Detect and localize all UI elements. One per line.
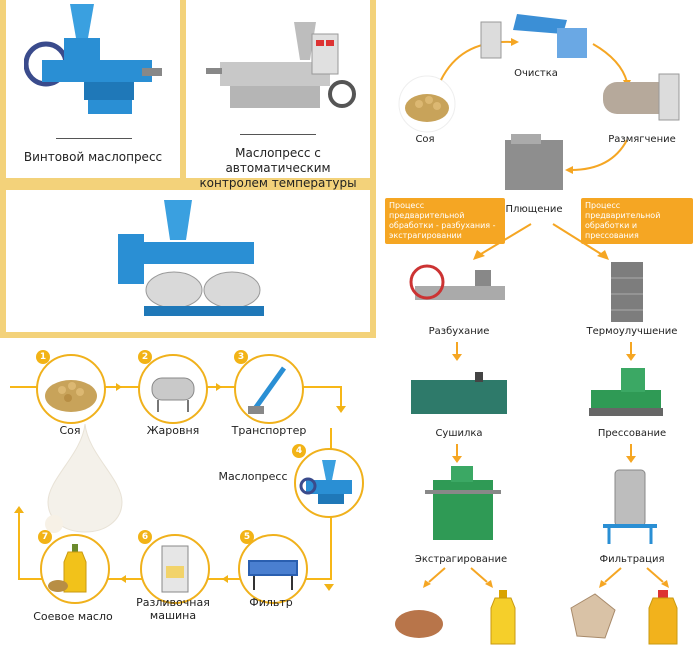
arrow-down-icon [626, 456, 636, 463]
step-number: 1 [36, 350, 50, 364]
press-machine-icon [589, 368, 663, 416]
arrow-down-icon [452, 456, 462, 463]
step-press-circle [294, 448, 364, 518]
step-filling-label: Разливочная машина [136, 596, 210, 622]
soy-label: Соя [415, 134, 435, 145]
combined-press-image [118, 200, 264, 316]
flow-line-left [18, 508, 20, 580]
extraction-label: Экстрагирование [414, 554, 508, 565]
dryer-machine-icon [411, 372, 507, 414]
arrow-right-icon [116, 383, 122, 391]
screw-press-card: Винтовой маслопресс [6, 0, 180, 178]
arrow-right-icon [216, 383, 222, 391]
right-panel: Соя Очистка Размягчение Плющение Процесс… [381, 0, 700, 650]
step-roaster-label: Жаровня [146, 424, 200, 437]
meal-powder-icon [395, 610, 443, 638]
process-flow: 1 Соя 2 Жаровня 3 Транспортер 4 [0, 338, 376, 650]
step-oil-circle [40, 534, 110, 604]
step-number: 7 [38, 530, 52, 544]
thermo-tower-icon [611, 262, 643, 322]
arrow-stem [456, 342, 458, 354]
step-filter-circle [238, 534, 308, 604]
flow-line-corner [340, 386, 342, 408]
oil-bottle-icon [490, 590, 516, 645]
arrow-left-icon [222, 575, 228, 583]
oil-cake-icon [570, 593, 616, 639]
step-number: 2 [138, 350, 152, 364]
step-press-label: Маслопресс [218, 470, 288, 483]
step-oil-label: Соевое масло [33, 610, 113, 623]
step-filter-label: Фильтр [249, 596, 293, 609]
arrow-stem [456, 444, 458, 456]
arrow-down-icon [324, 584, 334, 591]
extractor-machine-icon [425, 466, 501, 540]
arrow-stem [630, 444, 632, 456]
softening-drum-icon [603, 73, 680, 121]
cleaning-machine-icon [480, 14, 587, 59]
step-number: 4 [292, 444, 306, 458]
filter-tank-icon [603, 469, 657, 544]
step-roaster-circle [138, 354, 208, 424]
callout-extraction-process: Процесс предварительной обработки - разб… [385, 198, 505, 244]
filter-press-icon [248, 560, 298, 590]
screw-press-image [24, 4, 162, 114]
filtration-label: Фильтрация [599, 554, 665, 565]
softening-label: Размягчение [608, 134, 676, 145]
product-arrows [423, 567, 669, 588]
oil-bottle-icon [648, 590, 678, 645]
step-number: 3 [234, 350, 248, 364]
cleaning-label: Очистка [514, 68, 558, 79]
auto-press-label: Маслопресс с автоматическим контролем те… [199, 146, 357, 190]
oil-bottle-icon [48, 544, 87, 593]
callout-pressing-process: Процесс предварительной обработки и прес… [581, 198, 693, 244]
flaking-label: Плющение [505, 204, 563, 215]
oil-drop-icon [45, 424, 123, 533]
thermo-label: Термоулучшение [586, 326, 678, 337]
arrow-stem [630, 342, 632, 354]
screw-press-label: Винтовой маслопресс [23, 150, 163, 164]
soybean-icon [45, 380, 97, 412]
soybean-icon [398, 75, 456, 133]
arrow-down-icon [336, 406, 346, 413]
conveyor-icon [248, 366, 287, 414]
step-soy-circle [36, 354, 106, 424]
branch-arrows [473, 223, 609, 260]
step-conveyor-circle [234, 354, 304, 424]
auto-press-card: Маслопресс с автоматическим контролем те… [186, 0, 370, 190]
card-divider [56, 138, 132, 139]
oil-press-icon [299, 460, 352, 504]
expanding-label: Разбухание [428, 326, 490, 337]
filling-machine-icon [161, 545, 189, 593]
combined-press-card [6, 190, 370, 332]
step-filling-circle [140, 534, 210, 604]
step-soy-label: Соя [59, 424, 81, 437]
expander-machine-icon [409, 264, 505, 300]
card-divider [240, 134, 316, 135]
step-number: 6 [138, 530, 152, 544]
pressing-label: Прессование [597, 428, 667, 439]
step-conveyor-label: Транспортер [231, 424, 307, 437]
auto-press-image [206, 22, 356, 108]
arrow-down-icon [452, 354, 462, 361]
roaster-icon [151, 377, 195, 412]
drying-label: Сушилка [435, 428, 483, 439]
arrow-up-icon [14, 506, 24, 513]
arrow-down-icon [626, 354, 636, 361]
flaking-machine-icon [505, 134, 563, 190]
arrow-left-icon [120, 575, 126, 583]
